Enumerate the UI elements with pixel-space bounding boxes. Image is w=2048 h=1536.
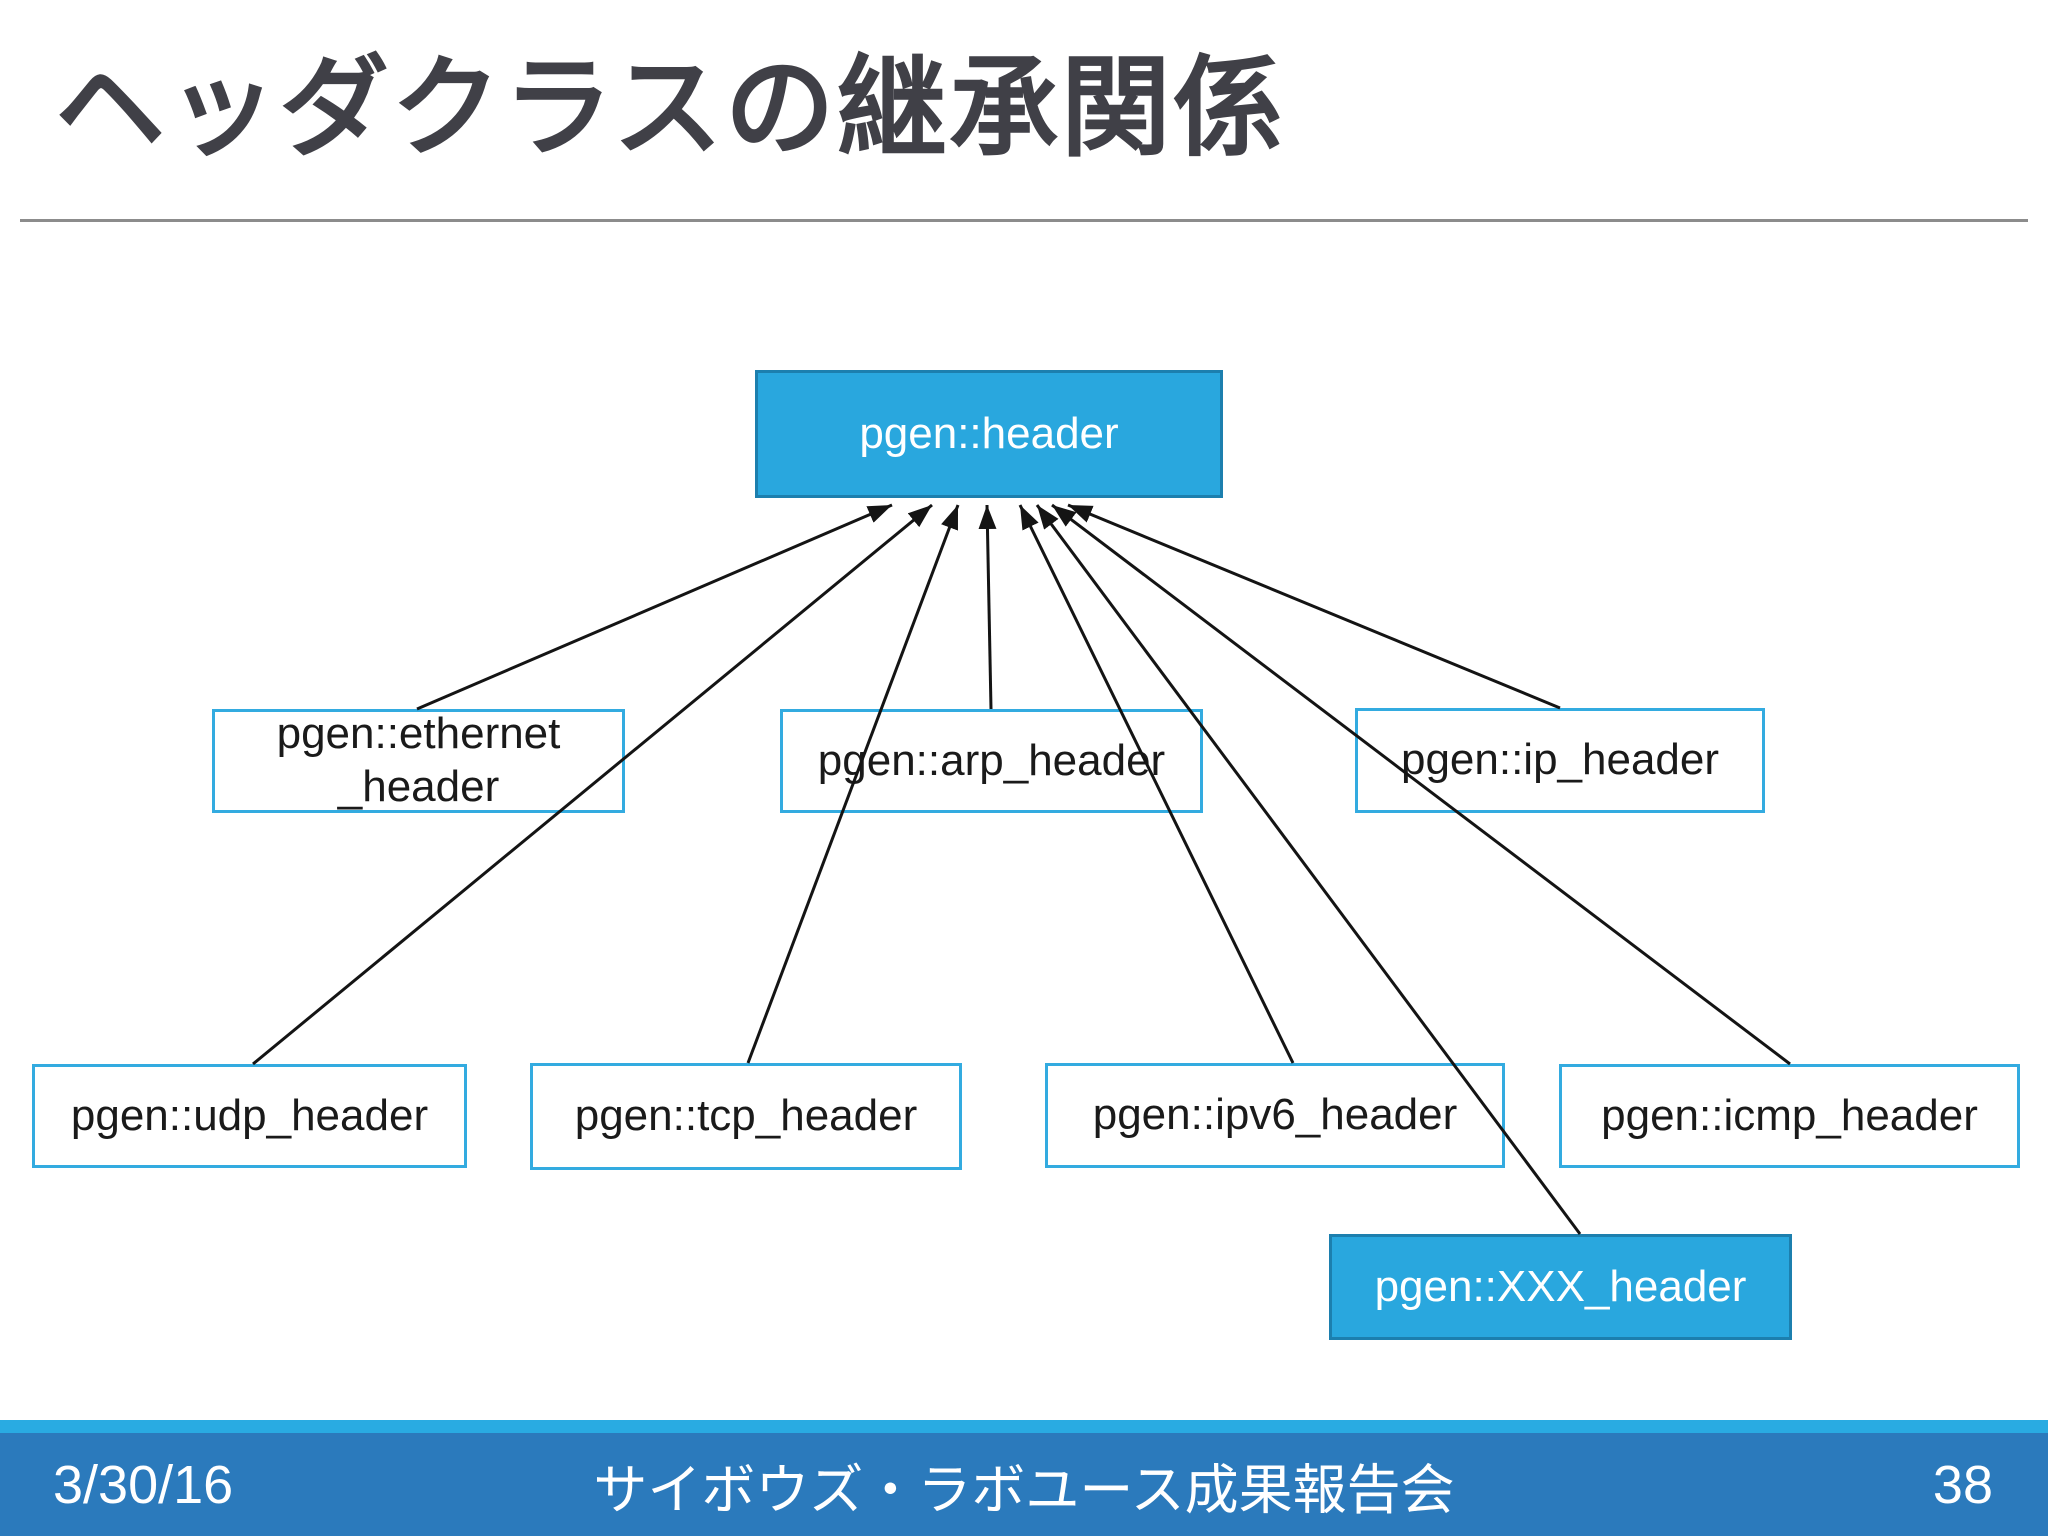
node-ipv6_header: pgen::ipv6_header: [1045, 1063, 1505, 1168]
node-xxx_header: pgen::XXX_header: [1329, 1234, 1792, 1340]
edge-ethernet_header-to-header: [416, 503, 893, 711]
footer-event-title: サイボウズ・ラボユース成果報告会: [593, 1460, 1455, 1520]
node-label-header: pgen::header: [859, 408, 1119, 458]
footer-date: 3/30/16: [53, 1454, 234, 1515]
node-arp_header: pgen::arp_header: [780, 709, 1203, 813]
node-udp_header: pgen::udp_header: [32, 1064, 467, 1168]
edge-ip_header-to-header: [1067, 503, 1561, 710]
footer-accent-strip: [0, 1420, 2048, 1433]
node-ethernet_header: pgen::ethernet _header: [212, 709, 625, 813]
node-label-ethernet_header: pgen::ethernet _header: [276, 709, 561, 811]
node-label-udp_header: pgen::udp_header: [70, 1090, 429, 1140]
node-label-icmp_header: pgen::icmp_header: [1601, 1090, 1978, 1140]
title-divider: [20, 219, 2028, 222]
node-ip_header: pgen::ip_header: [1355, 708, 1765, 813]
node-label-xxx_header: pgen::XXX_header: [1374, 1261, 1747, 1311]
slide-title: ヘッダクラスの継承関係: [55, 47, 1285, 170]
footer-page-number: 38: [1932, 1454, 1993, 1515]
edge-arp_header-to-header: [978, 504, 997, 710]
node-icmp_header: pgen::icmp_header: [1559, 1064, 2020, 1168]
node-label-arp_header: pgen::arp_header: [817, 735, 1166, 785]
node-label-tcp_header: pgen::tcp_header: [574, 1091, 918, 1141]
footer-bar: 3/30/16 サイボウズ・ラボユース成果報告会 38: [0, 1433, 2048, 1536]
node-tcp_header: pgen::tcp_header: [530, 1063, 962, 1170]
node-label-ip_header: pgen::ip_header: [1400, 735, 1720, 785]
node-label-ipv6_header: pgen::ipv6_header: [1092, 1090, 1458, 1140]
node-header: pgen::header: [755, 370, 1223, 498]
